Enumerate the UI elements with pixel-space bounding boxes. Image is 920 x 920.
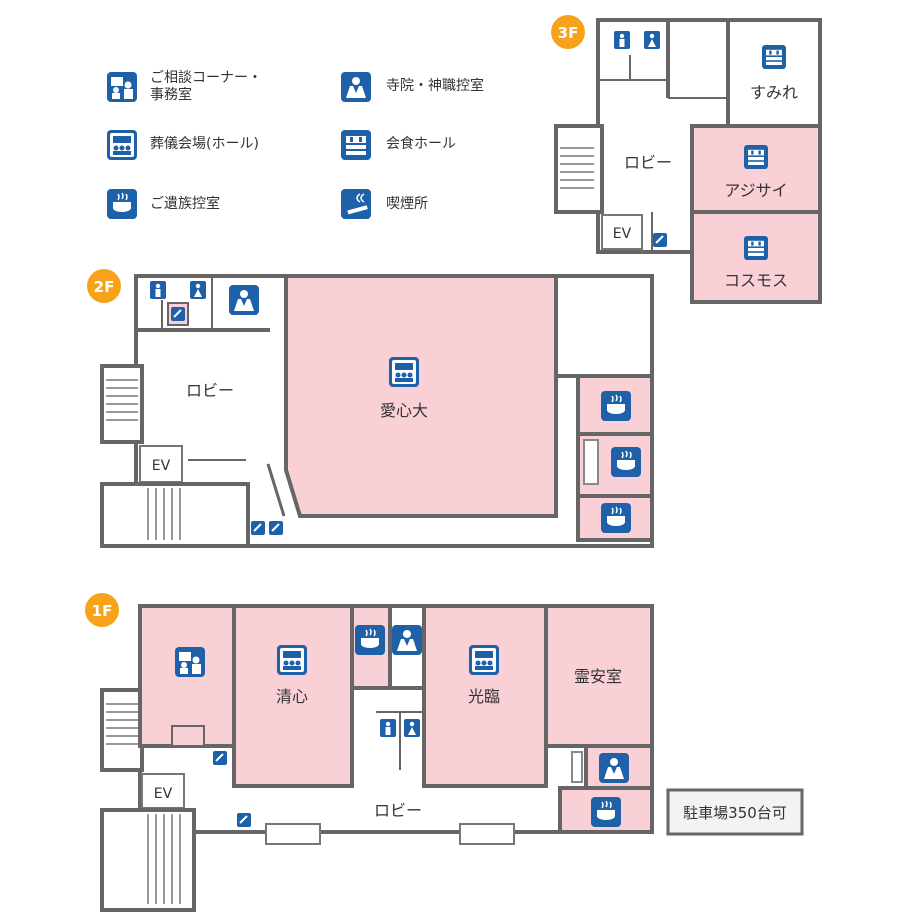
ev-1f: EV (154, 786, 173, 802)
restroom-female-icon (404, 719, 420, 737)
dining-hall-icon (341, 130, 371, 160)
room-sumire: すみれ (750, 83, 798, 102)
family-room-icon (610, 446, 642, 478)
dining-hall-icon (744, 236, 768, 260)
consultation-icon (107, 72, 137, 102)
funeral-hall-icon (277, 645, 307, 675)
restroom-female-icon (644, 31, 660, 49)
family-room-icon (354, 624, 386, 656)
restroom-female-icon (190, 281, 206, 299)
floor-label-2f: 2F (94, 278, 115, 296)
dining-hall-icon (762, 45, 786, 69)
family-room-icon (106, 188, 138, 220)
ev-2f: EV (152, 458, 171, 474)
floor-badge-2f (87, 269, 121, 303)
smoking-icon (268, 520, 284, 536)
restroom-male-icon (150, 281, 166, 299)
floor-badge-3f (551, 15, 585, 49)
funeral-hall-icon (469, 645, 499, 675)
room-korin: 光臨 (468, 687, 500, 706)
family-room-icon (600, 390, 632, 422)
phone-icon (250, 520, 266, 536)
family-room-icon (590, 796, 622, 828)
priest-room-icon (599, 753, 629, 783)
restroom-male-icon (614, 31, 630, 49)
floor-label-1f: 1F (92, 602, 113, 620)
lobby-1f: ロビー (374, 801, 422, 820)
room-seishin: 清心 (276, 687, 308, 706)
legend-funeral-hall: 葬儀会場(ホール) (150, 136, 259, 152)
priest-room-icon (341, 72, 371, 102)
room-ajisai: アジサイ (724, 181, 787, 200)
dining-hall-icon (744, 145, 768, 169)
smoking-icon (652, 232, 668, 248)
restroom-male-icon (380, 719, 396, 737)
room-reianshitsu: 霊安室 (574, 667, 622, 686)
lobby-2f: ロビー (186, 381, 234, 400)
legend-smoking: 喫煙所 (386, 196, 428, 212)
legend-family-room: ご遺族控室 (150, 196, 220, 212)
funeral-hall-icon (107, 130, 137, 160)
accessible-restroom-icon (170, 306, 186, 322)
smoking-icon (340, 188, 372, 220)
floor-badge-1f (85, 593, 119, 627)
floor-3f (551, 15, 822, 304)
legend-consultation: ご相談コーナー・ 事務室 (150, 70, 262, 103)
floor-1f (85, 593, 654, 912)
priest-room-icon (229, 285, 259, 315)
room-cosmos: コスモス (724, 271, 788, 290)
consultation-icon (175, 647, 205, 677)
smoking-icon (212, 750, 228, 766)
parking-label: 駐車場350台可 (683, 804, 787, 822)
floor-label-3f: 3F (558, 24, 579, 42)
room-aishindai: 愛心大 (380, 401, 428, 420)
parking-box (666, 788, 804, 836)
lobby-3f: ロビー (624, 153, 672, 172)
ev-3f: EV (613, 226, 632, 242)
legend-priest-room: 寺院・神職控室 (386, 78, 484, 94)
floor-2f (87, 269, 654, 548)
funeral-hall-icon (389, 357, 419, 387)
legend-dining-hall: 会食ホール (386, 136, 456, 152)
phone-icon (236, 812, 252, 828)
family-room-icon (600, 502, 632, 534)
priest-room-icon (392, 625, 422, 655)
